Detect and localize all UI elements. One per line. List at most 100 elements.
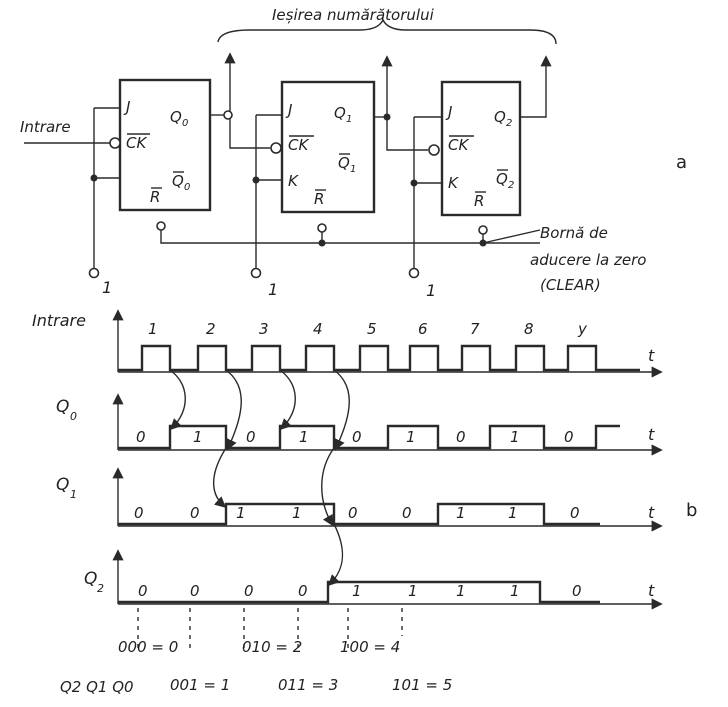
q0-value-9: 0 [564, 428, 574, 446]
q1-value-1: 0 [134, 504, 144, 522]
q0-value-6: 1 [406, 428, 416, 446]
q0-trace-t-label: t [648, 425, 655, 444]
ff0-qbar-sub: 0 [184, 182, 190, 193]
flip-flop-2 [440, 80, 522, 217]
q2-value-8: 1 [510, 582, 520, 600]
q1-value-8: 1 [508, 504, 518, 522]
input-label: Intrare [20, 118, 71, 136]
q2-trace-label: Q [84, 569, 97, 589]
q1-value-6: 0 [402, 504, 412, 522]
q2-value-2: 0 [190, 582, 200, 600]
input-trace-label: Intrare [32, 311, 86, 330]
ff0-reset-bubble [156, 221, 166, 231]
edge-arrow-q0-q1-2 [321, 447, 335, 527]
q1-trace-t-label: t [648, 503, 655, 522]
q0-value-1: 0 [136, 428, 146, 446]
pulse-label-8: 8 [524, 320, 534, 338]
bits-label: Q2 Q1 Q0 [60, 678, 134, 696]
edge-arrow-q0-q1-1 [212, 447, 227, 508]
pulse-label-1: 1 [148, 320, 158, 338]
q2-value-6: 1 [408, 582, 418, 600]
q1-trace-label: Q [56, 475, 69, 495]
edge-arrow-q1-q2 [328, 523, 344, 586]
edge-arrow-input-q0-3 [279, 369, 296, 430]
q1-value-5: 0 [348, 504, 358, 522]
ff2-q-sub: 2 [506, 118, 512, 129]
state-101: 101 = 5 [392, 676, 452, 694]
ff0-qbar-label: Q [172, 172, 184, 190]
ff1-clock-bubble [270, 142, 282, 154]
ff2-logic1-label: 1 [426, 281, 436, 300]
q2-value-4: 0 [298, 582, 308, 600]
ff2-logic1-terminal [408, 267, 420, 279]
q1-to-ff2-ck [386, 120, 428, 151]
output-label: Ieșirea numărătorului [272, 6, 435, 24]
ff0-logic1-terminal [88, 267, 100, 279]
timing-panel: Intrare t 1 2 3 4 5 6 7 8 y Q 0 t 0 1 0 … [32, 309, 697, 696]
q1-value-9: 0 [570, 504, 580, 522]
edge-arrow-input-q0-2 [225, 369, 242, 451]
q0-value-2: 1 [193, 428, 203, 446]
q0-value-5: 0 [352, 428, 362, 446]
ff1-j-label: J [285, 101, 292, 119]
q2-value-5: 1 [352, 582, 362, 600]
panel-b-label: b [686, 500, 697, 521]
q0-value-7: 0 [456, 428, 466, 446]
ff1-logic1-label: 1 [268, 280, 278, 299]
ff0-ck-label: CK [126, 134, 147, 152]
flip-flop-1 [280, 80, 376, 214]
panel-a-label: a [676, 152, 687, 173]
ff0-j-label: J [123, 98, 130, 116]
ff2-r-label: R [474, 192, 484, 210]
clear-label-2: aducere la zero [530, 251, 646, 269]
pulse-label-3: 3 [259, 320, 269, 338]
ff1-q-label: Q [334, 104, 346, 122]
ff0-r-label: R [150, 188, 160, 206]
ff0-q-sub: 0 [182, 118, 188, 129]
ff1-qbar-label: Q [338, 154, 350, 172]
ff2-k-label: K [448, 174, 459, 192]
q0-value-3: 0 [246, 428, 256, 446]
ff2-j-label: J [445, 103, 452, 121]
state-010: 010 = 2 [242, 638, 302, 656]
ff0-logic1-label: 1 [102, 278, 112, 297]
pulse-label-9: y [577, 320, 588, 338]
q1-waveform [118, 502, 600, 526]
q0-trace-label: Q [56, 397, 69, 417]
clear-bus [160, 230, 540, 244]
q0-waveform [118, 424, 620, 450]
q0-to-ff1-ck [229, 119, 270, 149]
ff1-q-sub: 1 [346, 114, 352, 125]
pulse-label-5: 5 [367, 320, 377, 338]
input-trace-t-label: t [648, 346, 655, 365]
ff2-q-label: Q [494, 108, 506, 126]
q2-value-9: 0 [572, 582, 582, 600]
ff0-clock-bubble [109, 137, 121, 149]
q0-trace-sub: 0 [70, 410, 77, 423]
q0-value-8: 1 [510, 428, 520, 446]
clear-label-1: Bornă de [540, 224, 608, 242]
ff0-junction [90, 174, 98, 182]
q2-value-3: 0 [244, 582, 254, 600]
ff1-junction [252, 176, 260, 184]
q1-value-4: 1 [292, 504, 302, 522]
pulse-label-7: 7 [470, 320, 480, 338]
output-brace [217, 18, 557, 45]
ff1-reset-junction [318, 239, 326, 247]
ff1-logic1-terminal [250, 267, 262, 279]
circuit-panel: Ieșirea numărătorului J CK Q 0 Q 0 R J C… [20, 6, 687, 300]
ff1-r-label: R [314, 190, 324, 208]
ff1-ck-label: CK [288, 136, 309, 154]
ff2-junction [410, 179, 418, 187]
state-001: 001 = 1 [170, 676, 230, 694]
state-100: 100 = 4 [340, 638, 400, 656]
q1-trace-sub: 1 [70, 488, 77, 501]
state-000: 000 = 0 [118, 638, 178, 656]
q2-trace-t-label: t [648, 581, 655, 600]
ff2-clock-bubble [428, 144, 440, 156]
state-011: 011 = 3 [278, 676, 338, 694]
edge-arrow-input-q0-4 [333, 369, 350, 451]
q0-node [223, 110, 233, 120]
ff1-qbar-sub: 1 [350, 164, 356, 175]
